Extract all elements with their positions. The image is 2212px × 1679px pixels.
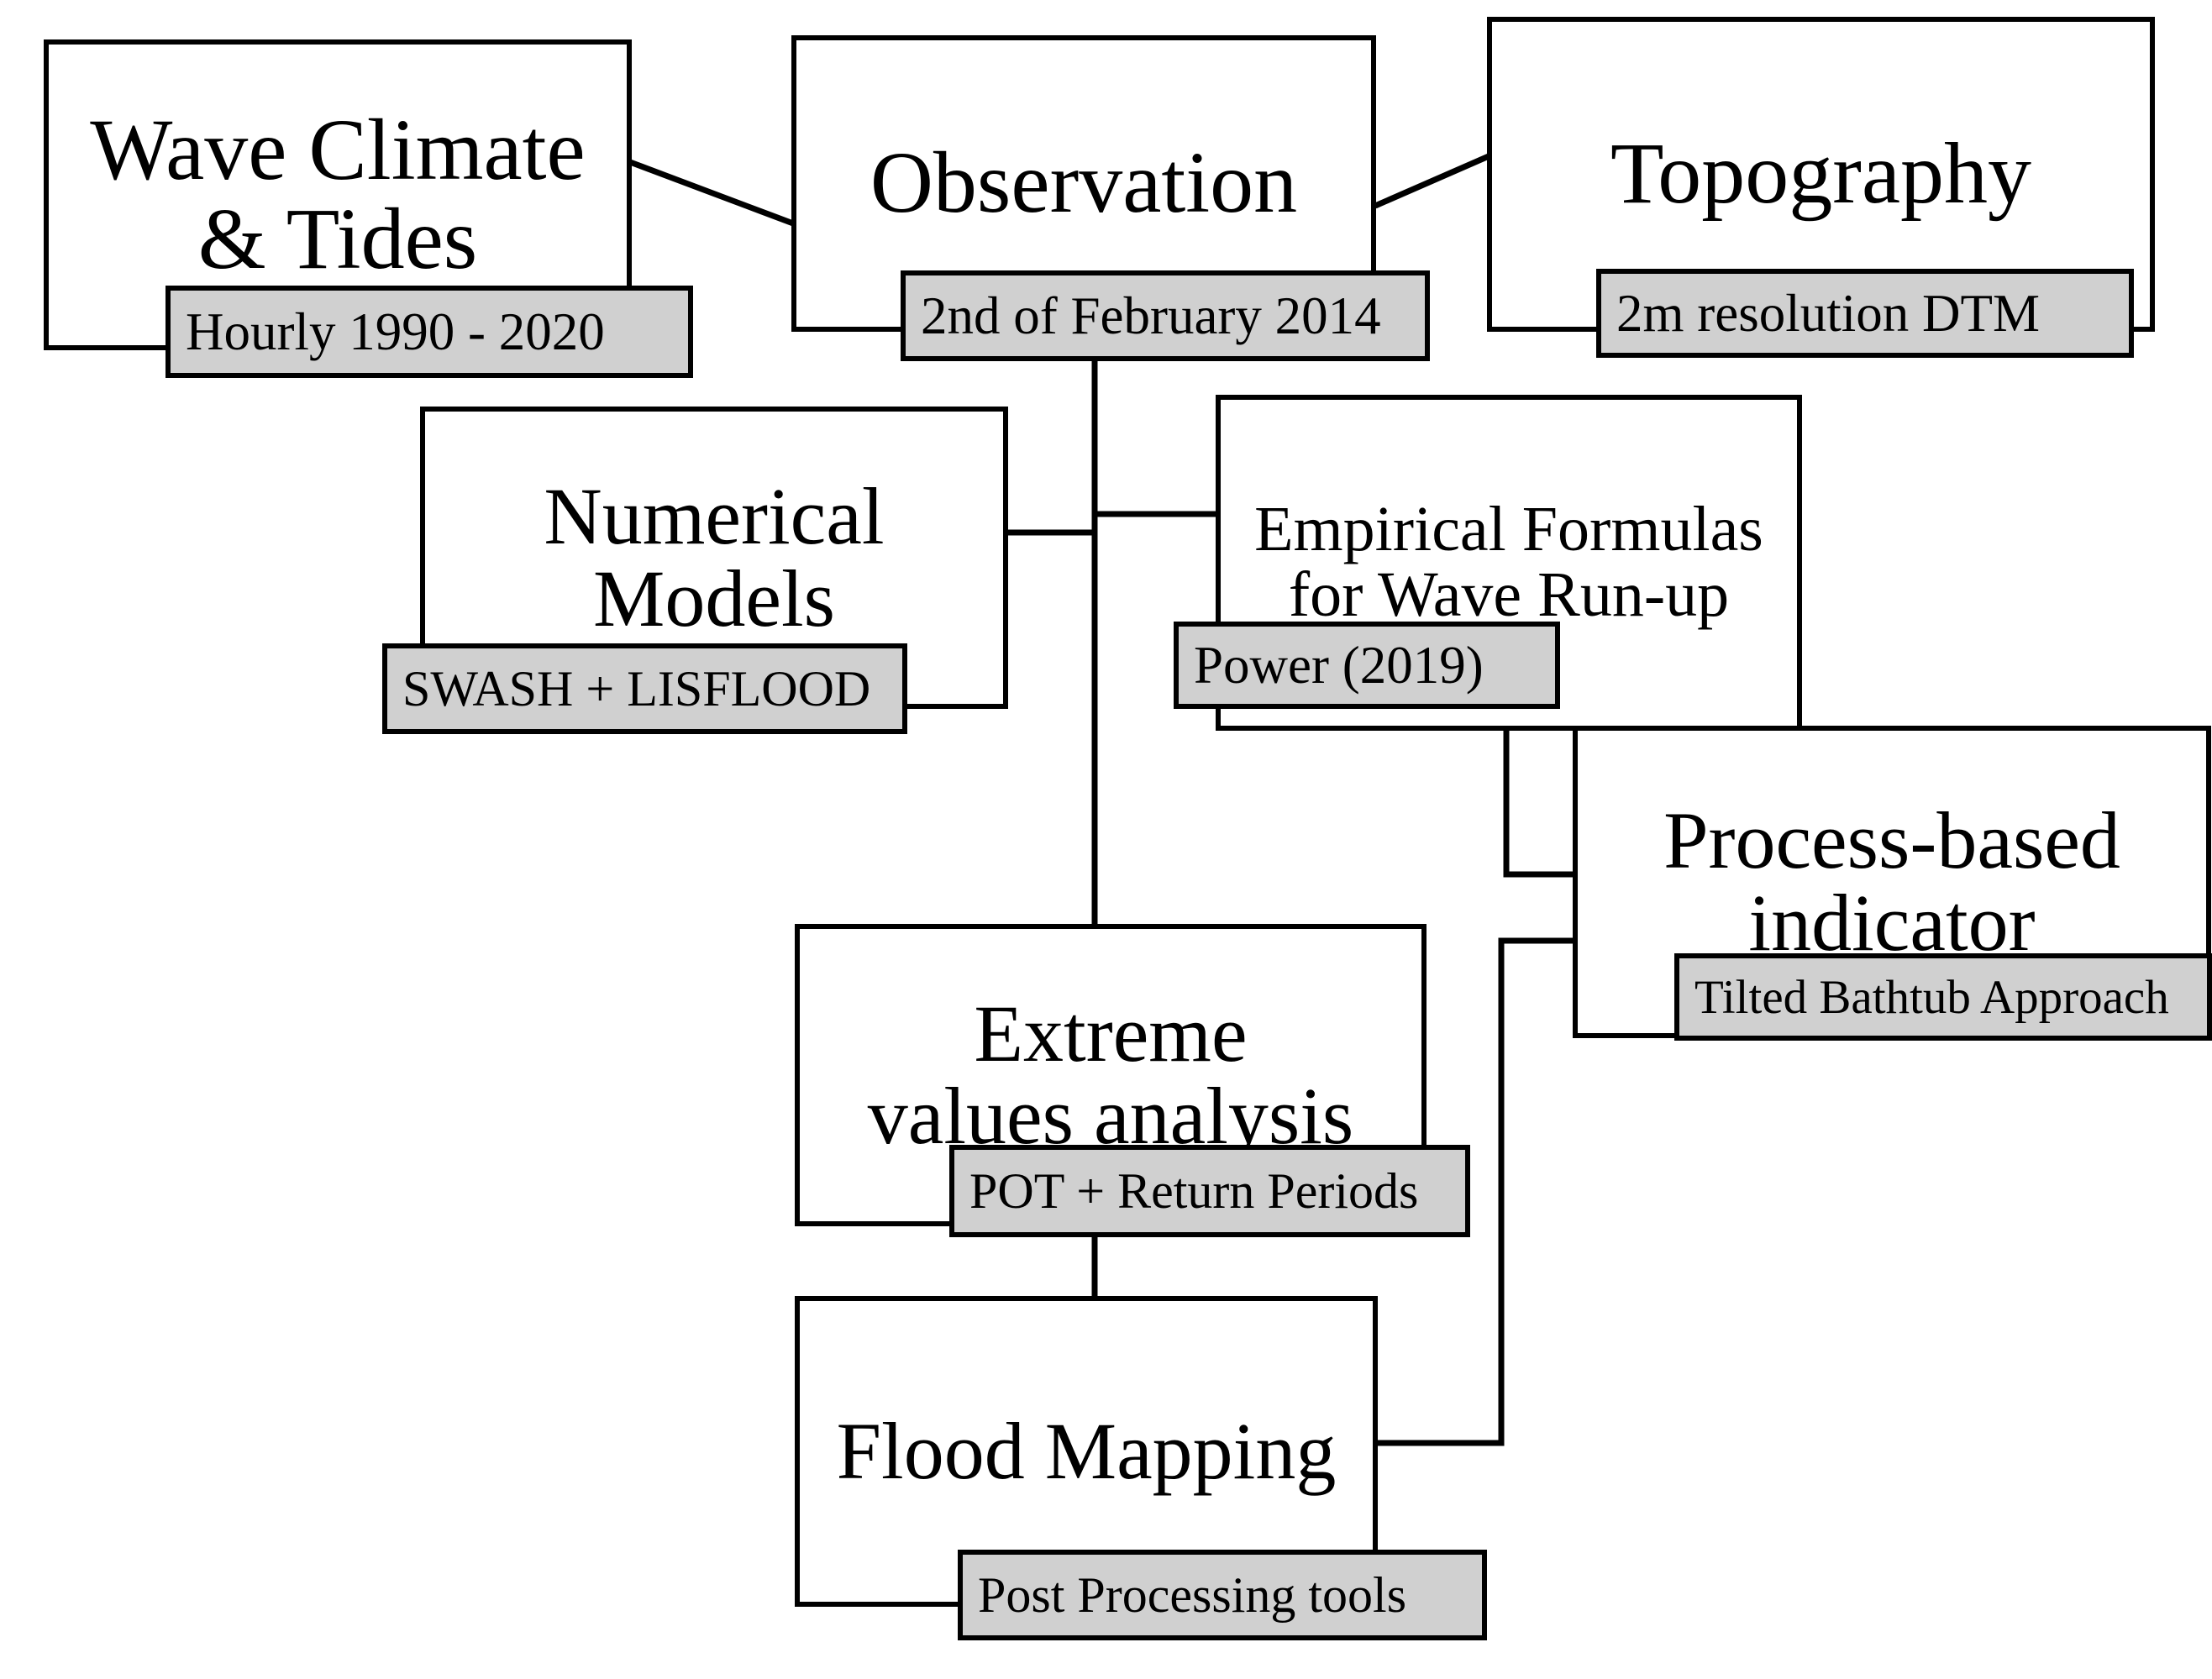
badge-empirical-formulas: Power (2019) (1174, 622, 1560, 709)
node-label: Process-based indicator (1663, 795, 2120, 968)
badge-label: Post Processing tools (978, 1567, 1407, 1623)
badge-observation: 2nd of February 2014 (901, 270, 1430, 361)
badge-process-based-indicator: Tilted Bathtub Approach (1674, 953, 2212, 1041)
node-label: Wave Climate & Tides (90, 101, 586, 287)
node-label: Topography (1610, 125, 2032, 223)
badge-topography: 2m resolution DTM (1596, 269, 2134, 358)
badge-label: 2m resolution DTM (1616, 283, 2040, 343)
node-label: Empirical Formulas for Wave Run-up (1254, 494, 1763, 630)
node-label: Numerical Models (544, 471, 885, 643)
badge-label: SWASH + LISFLOOD (402, 661, 871, 716)
connector-observation-to-topography (1374, 153, 1490, 209)
badge-label: 2nd of February 2014 (921, 286, 1381, 345)
node-label: Observation (870, 134, 1298, 232)
badge-label: Hourly 1990 - 2020 (186, 302, 605, 361)
badge-flood-mapping: Post Processing tools (958, 1550, 1487, 1640)
badge-label: POT + Return Periods (969, 1163, 1419, 1219)
badge-wave-climate-and-tides: Hourly 1990 - 2020 (166, 286, 693, 378)
badge-label: Tilted Bathtub Approach (1694, 970, 2169, 1024)
badge-extreme-values-analysis: POT + Return Periods (949, 1145, 1470, 1237)
badge-numerical-models: SWASH + LISFLOOD (382, 643, 907, 734)
node-label: Flood Mapping (836, 1406, 1337, 1497)
node-label: Extreme values analysis (867, 989, 1354, 1161)
connector-wave-to-observation (628, 159, 795, 227)
badge-label: Power (2019) (1194, 635, 1484, 695)
